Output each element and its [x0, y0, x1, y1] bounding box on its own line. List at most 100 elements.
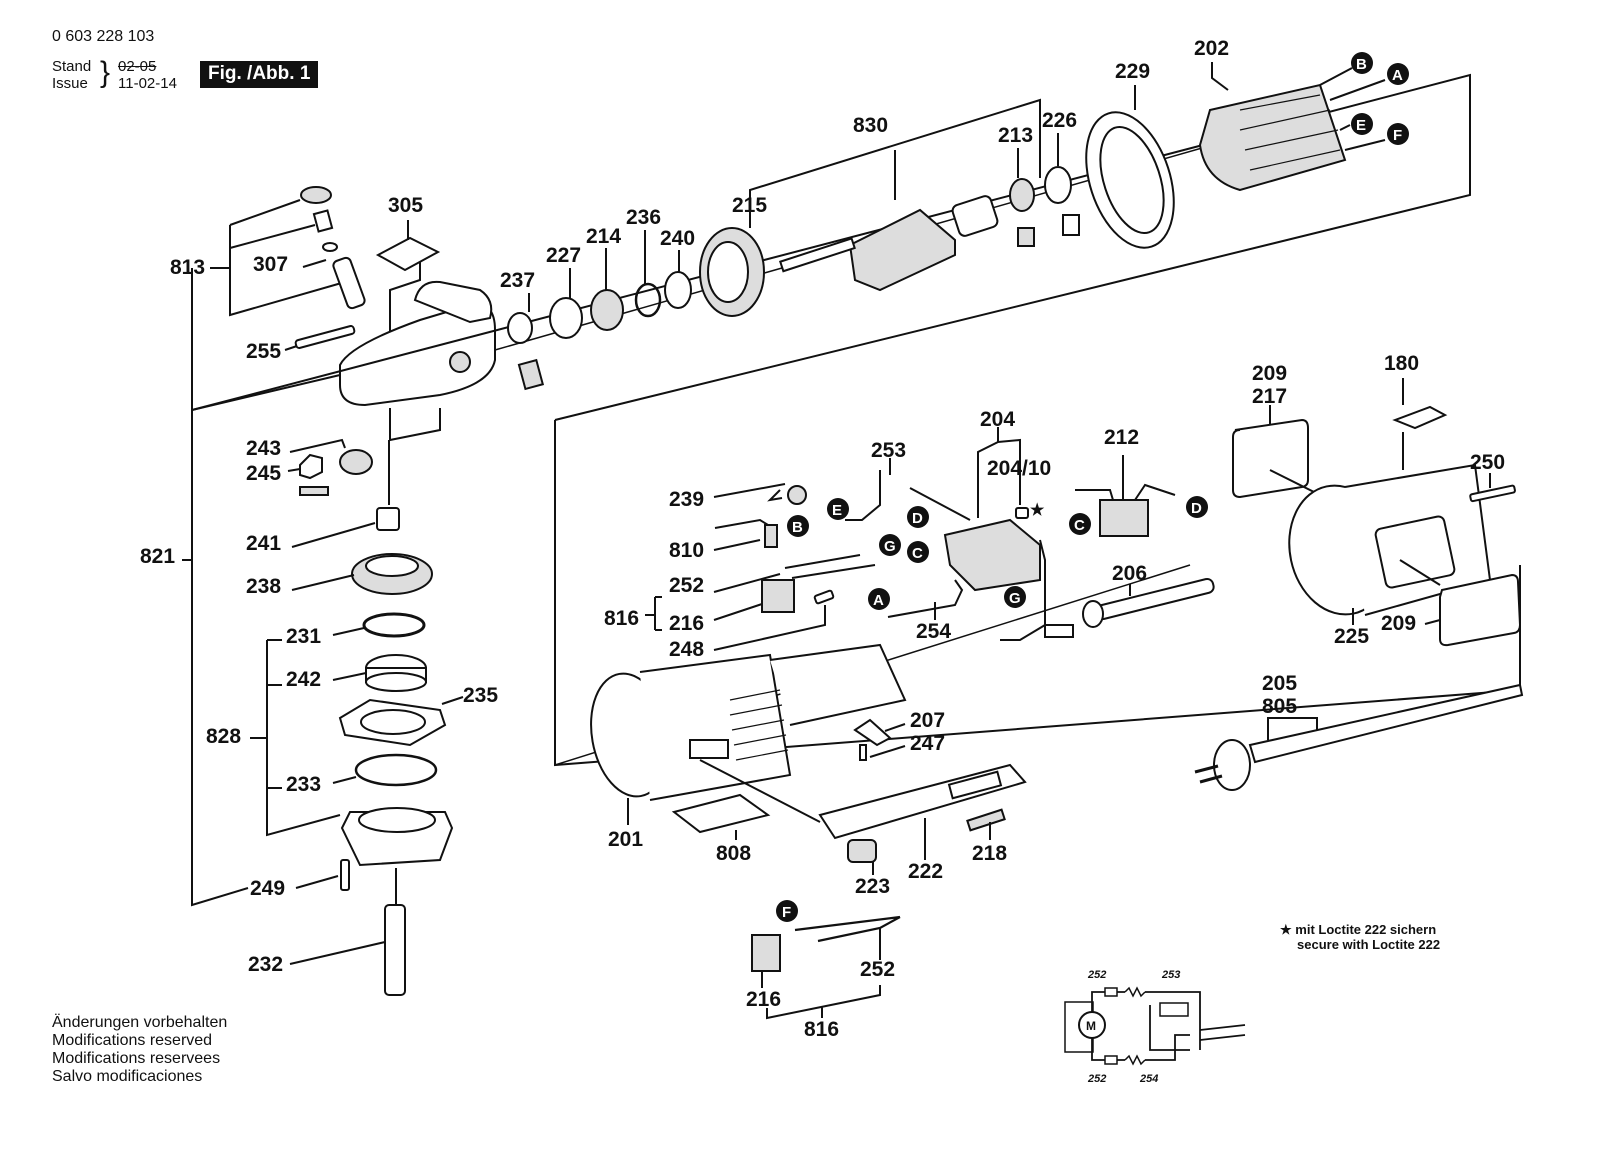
brush-810 [764, 524, 778, 548]
cord-205 [1248, 683, 1524, 764]
schematic-output [1199, 1024, 1246, 1041]
label-215: 215 [732, 194, 767, 217]
bevel-gear-hub [365, 555, 419, 577]
assembly-frame-top [191, 73, 1471, 421]
label-242: 242 [286, 668, 321, 691]
spring-218 [966, 808, 1006, 832]
connector-label: B [1356, 56, 1367, 73]
motor-housing-body [639, 653, 792, 801]
leader-255 [284, 345, 298, 351]
bracket-813 [210, 199, 346, 317]
footer-line: Salvo modificaciones [52, 1068, 203, 1085]
label-816: 816 [604, 607, 639, 630]
label-235: 235 [463, 684, 498, 707]
label-212: 212 [1104, 426, 1139, 449]
wire-g-connector [1044, 624, 1074, 638]
leader-305b [389, 262, 421, 340]
label-236: 236 [626, 206, 661, 229]
key-part [299, 486, 329, 496]
bearing-flange-bore [358, 807, 436, 833]
connector-label: G [1009, 590, 1021, 607]
note-line-1: mit Loctite 222 sichern [1295, 922, 1437, 937]
label-805: 805 [1262, 695, 1297, 718]
gear-housing [339, 303, 496, 407]
schematic-label-253: 253 [1161, 969, 1180, 981]
label-209b: 209 [1381, 612, 1416, 635]
connector-c: C [907, 541, 929, 563]
label-206: 206 [1112, 562, 1147, 585]
connector-label: C [1074, 517, 1085, 534]
pinion-243 [339, 449, 373, 475]
label-252: 252 [669, 574, 704, 597]
star-icon: ★ [1030, 502, 1045, 519]
armature-shaft [779, 237, 856, 273]
label-209-217 [1232, 418, 1309, 499]
plug-805 [1213, 739, 1251, 791]
label-821: 821 [140, 545, 175, 568]
leader-235 [441, 696, 464, 705]
bracket-830 [749, 98, 1041, 228]
leader-209b-2 [1399, 559, 1441, 586]
label-216-alt: 216 [746, 988, 781, 1011]
label-plate-305 [375, 236, 441, 272]
connector-c-2: C [1069, 513, 1091, 535]
key-237 [517, 358, 545, 391]
washer-part [322, 242, 338, 252]
label-810: 810 [669, 539, 704, 562]
leader-207 [884, 723, 906, 732]
label-202: 202 [1194, 37, 1229, 60]
label-237: 237 [500, 269, 535, 292]
label-209: 209 [1252, 362, 1287, 385]
label-248: 248 [669, 638, 704, 661]
label-213: 213 [998, 124, 1033, 147]
connector-e-top: E [1351, 113, 1373, 135]
slide-switch-slot [947, 770, 1003, 800]
label-252-alt: 252 [860, 958, 895, 981]
screw-204-10 [1015, 507, 1029, 519]
label-238: 238 [246, 575, 281, 598]
clip-207 [853, 718, 892, 747]
label-216: 216 [669, 612, 704, 635]
label-201: 201 [608, 828, 643, 851]
part-labels: 813 307 305 255 821 243 245 241 238 231 … [140, 37, 1505, 1041]
connector-f-top: F [1387, 123, 1409, 145]
leader-242 [332, 672, 367, 681]
label-253: 253 [871, 439, 906, 462]
label-180: 180 [1384, 352, 1419, 375]
label-808: 808 [716, 842, 751, 865]
spring-part [312, 209, 334, 233]
label-816-alt: 816 [804, 1018, 839, 1041]
brush-holder-a [1017, 227, 1035, 247]
connector-a-top: A [1387, 63, 1409, 85]
bracket-821 [191, 268, 249, 907]
part-239 [787, 485, 807, 505]
label-229: 229 [1115, 60, 1150, 83]
leader-239 [713, 483, 786, 502]
housing-port [449, 351, 471, 373]
schematic-wiring [1091, 991, 1201, 1061]
circlip-231 [362, 612, 426, 638]
nut-237 [507, 312, 533, 344]
bracket-828 [250, 639, 341, 837]
label-307: 307 [253, 253, 288, 276]
schematic-label-252-bottom: 252 [1087, 1073, 1106, 1085]
connector-g-2: G [1004, 586, 1026, 608]
label-254: 254 [916, 620, 951, 643]
cap-part [300, 186, 332, 204]
fuse-bottom [1104, 1055, 1118, 1065]
label-227: 227 [546, 244, 581, 267]
label-180 [1392, 405, 1448, 430]
schematic-label-254: 254 [1139, 1073, 1158, 1085]
bracket-816 [645, 596, 662, 631]
connector-label: D [912, 510, 923, 527]
wire-254 [887, 579, 964, 618]
connector-e: E [827, 498, 849, 520]
label-226: 226 [1042, 109, 1077, 132]
resistor-bottom [1124, 1054, 1146, 1066]
leader-252 [713, 573, 781, 593]
switch-216-alt [751, 934, 781, 972]
connector-label: D [1191, 500, 1202, 517]
spindle-232 [384, 904, 406, 996]
footer-disclaimer: Änderungen vorbehalten Modifications res… [52, 1014, 227, 1086]
connector-d: D [907, 506, 929, 528]
